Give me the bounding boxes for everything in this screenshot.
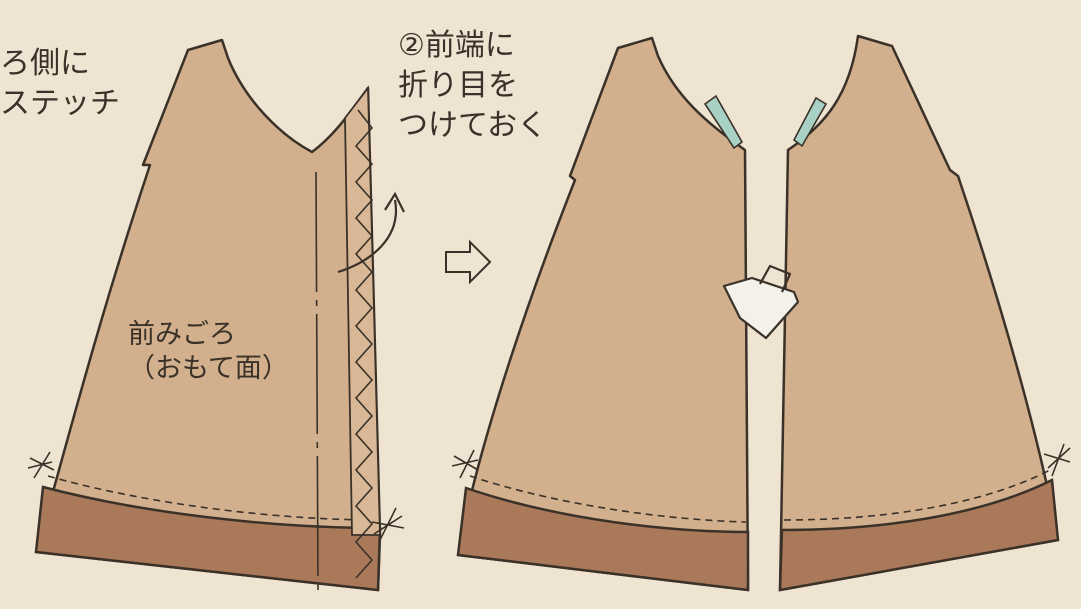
left-piece-hem-stitch (469, 475, 747, 523)
iron-handle (759, 264, 792, 293)
left-piece-hem-band (456, 486, 750, 592)
front-body-line1: 前みごろ (128, 319, 236, 350)
left-side-tack (27, 451, 55, 479)
right-side-tack (371, 507, 405, 541)
front-center-line (315, 171, 319, 591)
fold-front-edge-line3: つけておく (398, 108, 548, 143)
right-piece-hem-stitch (783, 469, 1051, 521)
right-panel-left-piece (451, 36, 750, 592)
next-step-arrow-icon (445, 239, 492, 285)
right-piece-hem-band (778, 478, 1060, 592)
fold-front-edge-label: ②前端に 折り目を つけておく (398, 26, 547, 146)
fold-front-edge-line1: ②前端に (398, 28, 515, 63)
front-body-line2: （おもて面） (128, 353, 289, 384)
iron-icon (722, 264, 800, 340)
back-side-stitch-line2: ステッチ (0, 86, 120, 121)
fold-arrow (337, 199, 398, 274)
right-panel-right-piece (778, 34, 1071, 592)
front-hem-stitch (47, 475, 379, 521)
front-body-piece (27, 38, 405, 592)
back-side-stitch-line1: ろ側に (0, 46, 90, 81)
left-piece-facing (703, 94, 744, 150)
right-piece-side-tack (1043, 443, 1071, 477)
iron-body (722, 276, 800, 340)
back-side-stitch-label: ろ側に ステッチ (0, 44, 120, 124)
fold-front-edge-line2: 折り目を (398, 68, 518, 103)
left-piece-side-tack (451, 449, 479, 479)
fold-arrow-head (384, 191, 405, 213)
right-piece-facing (792, 96, 828, 148)
front-facing-strip (344, 85, 381, 536)
front-body-label: 前みごろ （おもて面） (128, 318, 289, 386)
overlock-zigzag (354, 109, 374, 579)
